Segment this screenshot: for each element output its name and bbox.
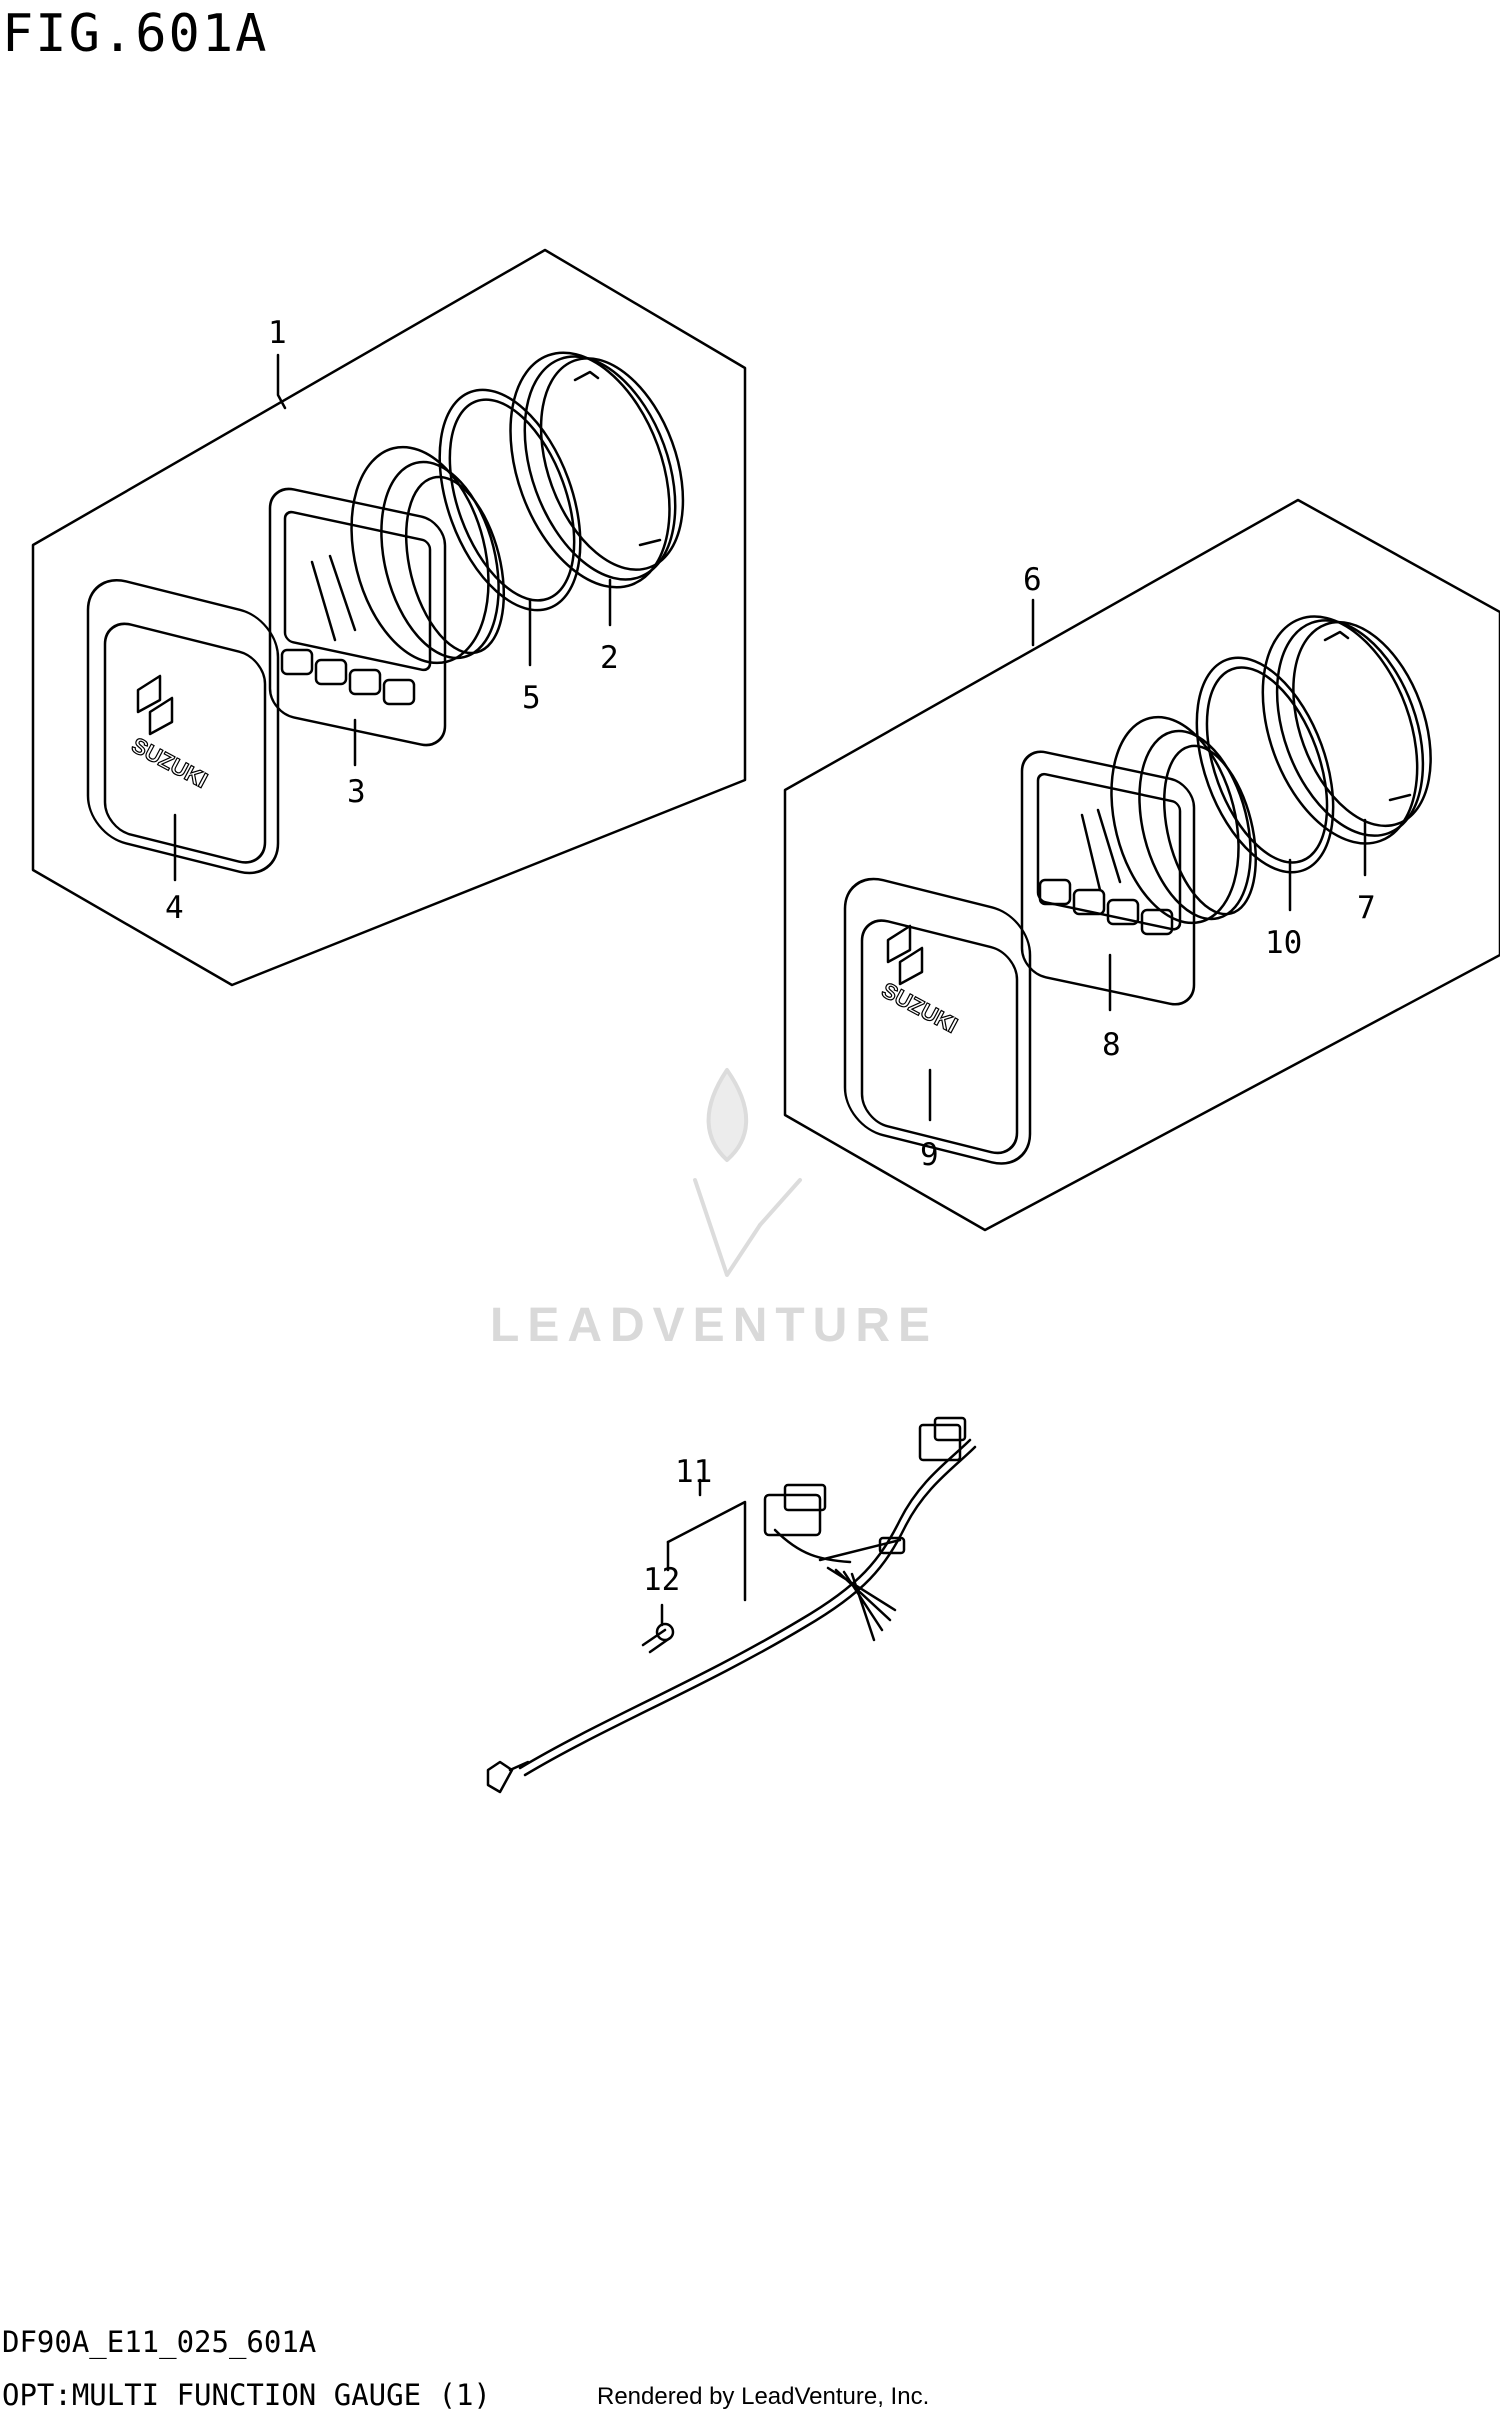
callout-5: 5	[522, 680, 541, 716]
callout-3: 3	[347, 774, 366, 810]
part-12-clamp	[641, 1622, 675, 1654]
cover-logo-text-9: SUZUKI	[878, 977, 962, 1038]
callout-11: 11	[675, 1454, 712, 1490]
callout-7: 7	[1357, 890, 1376, 926]
callout-numbers: 1 2 3 4 5 6 7 8 9 10 11 12	[165, 315, 1376, 1598]
callout-8: 8	[1102, 1027, 1121, 1063]
part-7-ring	[1261, 615, 1432, 845]
figure-caption: OPT:MULTI FUNCTION GAUGE (1)	[2, 2378, 491, 2412]
callout-12: 12	[643, 1562, 680, 1598]
figure-title: FIG.601A	[2, 4, 269, 64]
part-9-cover	[843, 877, 1032, 1165]
model-code: DF90A_E11_025_601A	[2, 2325, 317, 2359]
watermark-text: LEADVENTURE	[490, 1299, 939, 1352]
assembly-2-outline	[783, 498, 1500, 1232]
callout-1: 1	[268, 315, 287, 351]
render-credit: Rendered by LeadVenture, Inc.	[597, 2383, 930, 2410]
part-2-ring	[509, 351, 685, 589]
part-8-gauge	[1020, 715, 1258, 1006]
part-4-cover	[86, 578, 280, 875]
part-3-gauge	[268, 445, 506, 747]
assembly-1-outline	[31, 248, 747, 987]
callout-9: 9	[920, 1137, 939, 1173]
callout-2: 2	[600, 640, 619, 676]
part-10-o-ring	[1195, 656, 1335, 874]
callout-10: 10	[1265, 925, 1302, 961]
cover-logo-text-4: SUZUKI	[128, 732, 212, 793]
callout-6: 6	[1023, 562, 1042, 598]
watermark-logo-icon	[693, 1068, 802, 1277]
part-11-harness	[486, 1416, 977, 1794]
callout-4: 4	[165, 890, 184, 926]
part-5-o-ring	[438, 388, 582, 612]
